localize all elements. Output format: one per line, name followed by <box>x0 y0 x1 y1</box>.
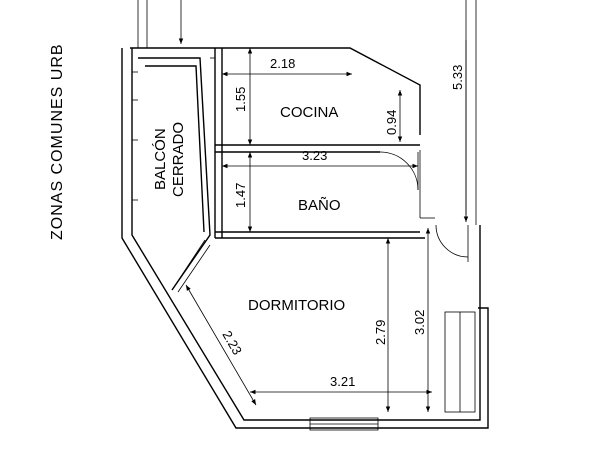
bathroom-label: BAÑO <box>298 197 341 214</box>
right-height-label: 5.33 <box>450 65 465 90</box>
bedroom-height-label: 2.79 <box>373 320 388 345</box>
bath-height-label: 1.47 <box>233 183 248 208</box>
bath-dims <box>222 152 418 232</box>
entrance-door <box>435 224 469 262</box>
balcony-walls <box>132 57 215 291</box>
kitchen-height-label: 1.55 <box>233 87 248 112</box>
side-label: ZONAS COMUNES URB <box>49 43 66 240</box>
bedroom-height-right-label: 3.02 <box>412 310 427 335</box>
bedroom-diagonal-label: 2.23 <box>219 328 245 357</box>
right-cabinet <box>444 311 476 413</box>
interior-walls <box>171 48 425 293</box>
bedroom-dims <box>185 228 432 412</box>
balcony-label-line1: BALCÓN <box>152 128 169 190</box>
bedroom-label: DORMITORIO <box>248 297 345 314</box>
kitchen-label: COCINA <box>280 104 338 121</box>
kitchen-door-label: 0.94 <box>384 110 399 135</box>
kitchen-width-label: 2.18 <box>270 56 295 71</box>
bath-door <box>379 151 419 191</box>
bedroom-width-label: 3.21 <box>330 374 355 389</box>
bath-width-label: 3.23 <box>302 148 327 163</box>
balcony-label-line2: CERRADO <box>170 122 187 197</box>
kitchen-dims <box>222 48 403 145</box>
bottom-window <box>309 417 379 431</box>
outer-walls <box>121 47 489 429</box>
